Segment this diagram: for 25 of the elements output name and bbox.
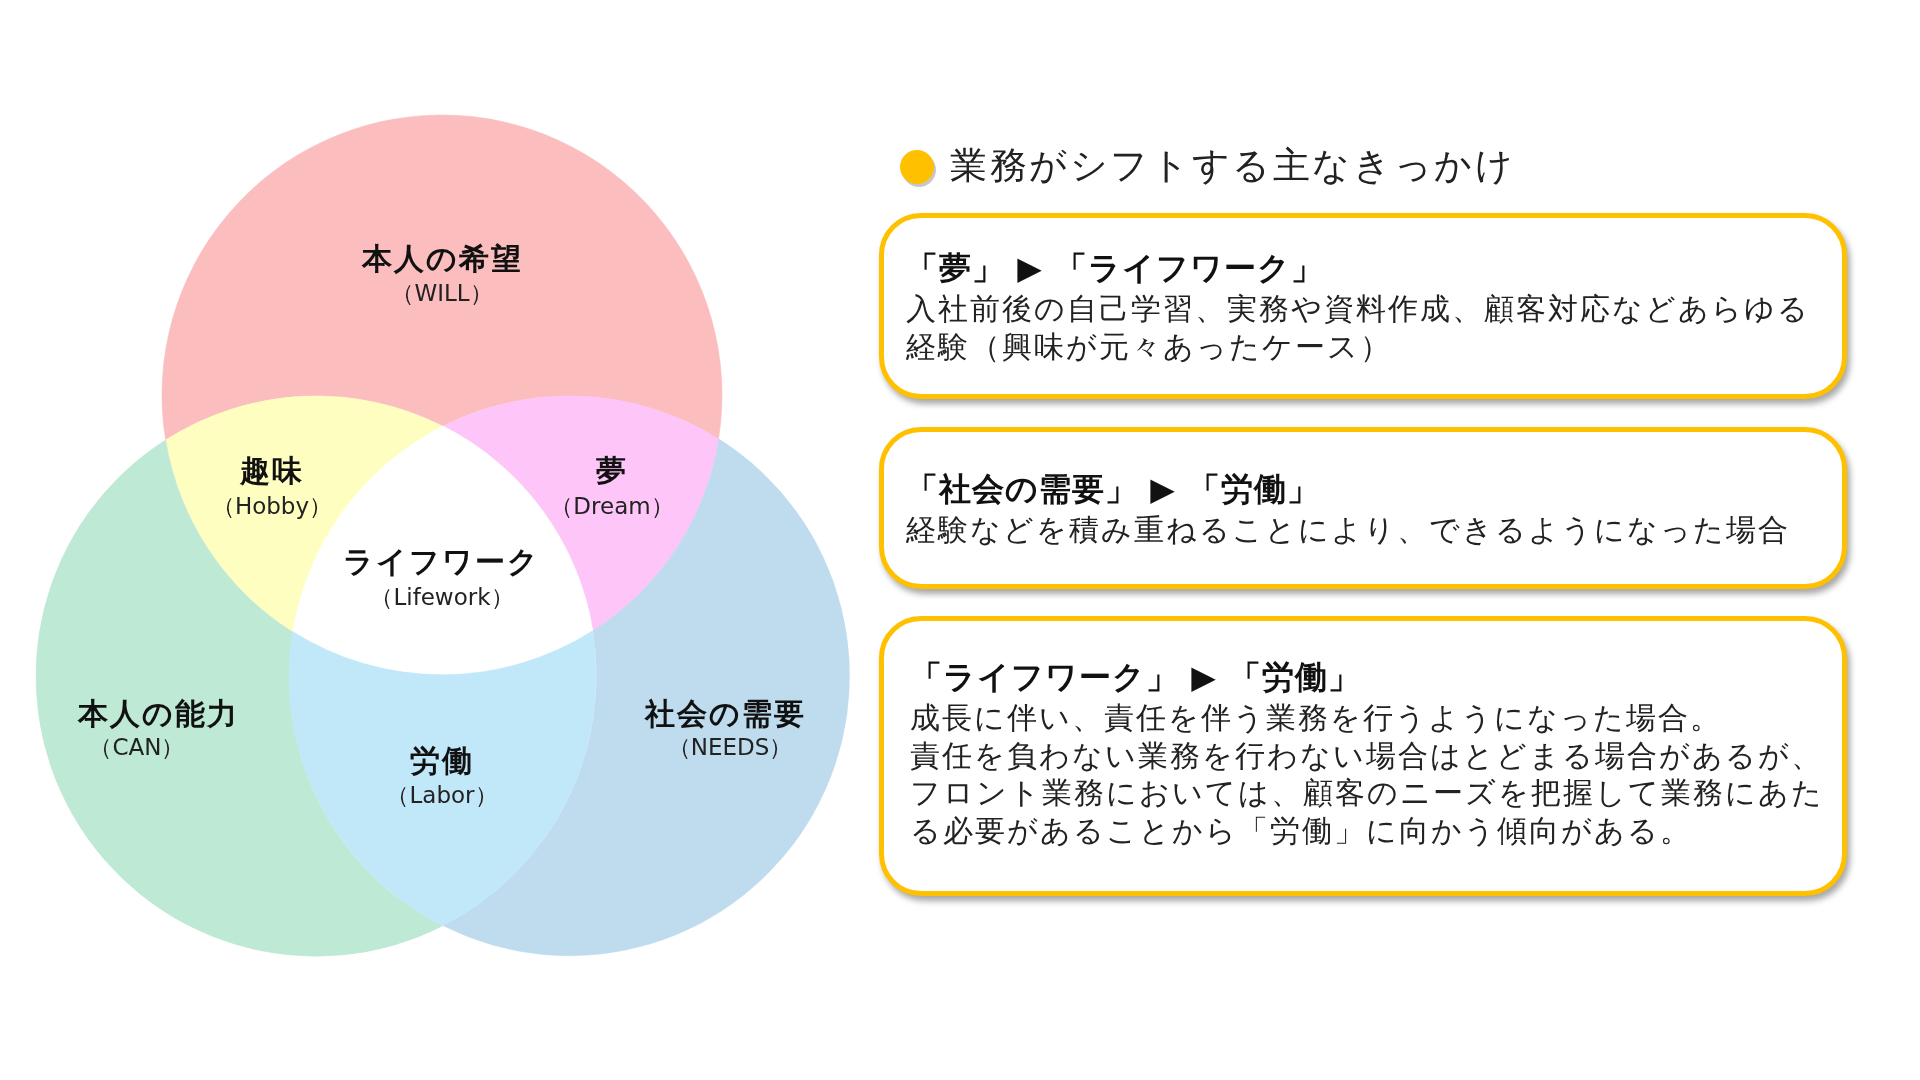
card-text: 成長に伴い、責任を伴う業務を行うようになった場合。 <box>910 699 1723 737</box>
region-sublabel: （Hobby） <box>211 493 333 521</box>
region-label: 労働 <box>410 743 474 779</box>
region-sublabel: （NEEDS） <box>667 734 793 762</box>
region-label: 本人の希望 <box>361 241 523 277</box>
info-card <box>879 213 1847 399</box>
info-card <box>879 427 1847 589</box>
card-text: 経験などを積み重ねることにより、できるようになった場合 <box>906 511 1791 549</box>
region-sublabel: （CAN） <box>89 734 185 762</box>
region-label: 夢 <box>596 453 628 489</box>
region-label: 社会の需要 <box>644 696 806 732</box>
card-heading: 「夢」 ▶ 「ライフワーク」 <box>906 248 1324 288</box>
card-heading: 「ライフワーク」 ▶ 「労働」 <box>910 657 1361 697</box>
card-text: 入社前後の自己学習、実務や資料作成、顧客対応などあらゆる経験（興味が元々あったケース） <box>906 290 1811 365</box>
card-heading: 「社会の需要」 ▶ 「労働」 <box>906 469 1320 509</box>
region-sublabel: （WILL） <box>391 280 493 308</box>
region-sublabel: （Labor） <box>386 782 498 810</box>
region-label: ライフワーク <box>343 544 541 580</box>
card-text: 責任を負わない業務を行わない場合はとどまる場合があるが、フロント業務においては、顧客のニーズを把握して業務にあたる必要があることから「労働」に向かう傾向がある。 <box>910 736 1825 849</box>
region-label: 趣味 <box>240 453 304 489</box>
region-sublabel: （Lifework） <box>370 584 514 612</box>
info-card <box>879 616 1847 896</box>
region-sublabel: （Dream） <box>550 493 674 521</box>
region-label: 本人の能力 <box>78 696 240 732</box>
section-title: 業務がシフトする主なきっかけ <box>950 143 1516 189</box>
